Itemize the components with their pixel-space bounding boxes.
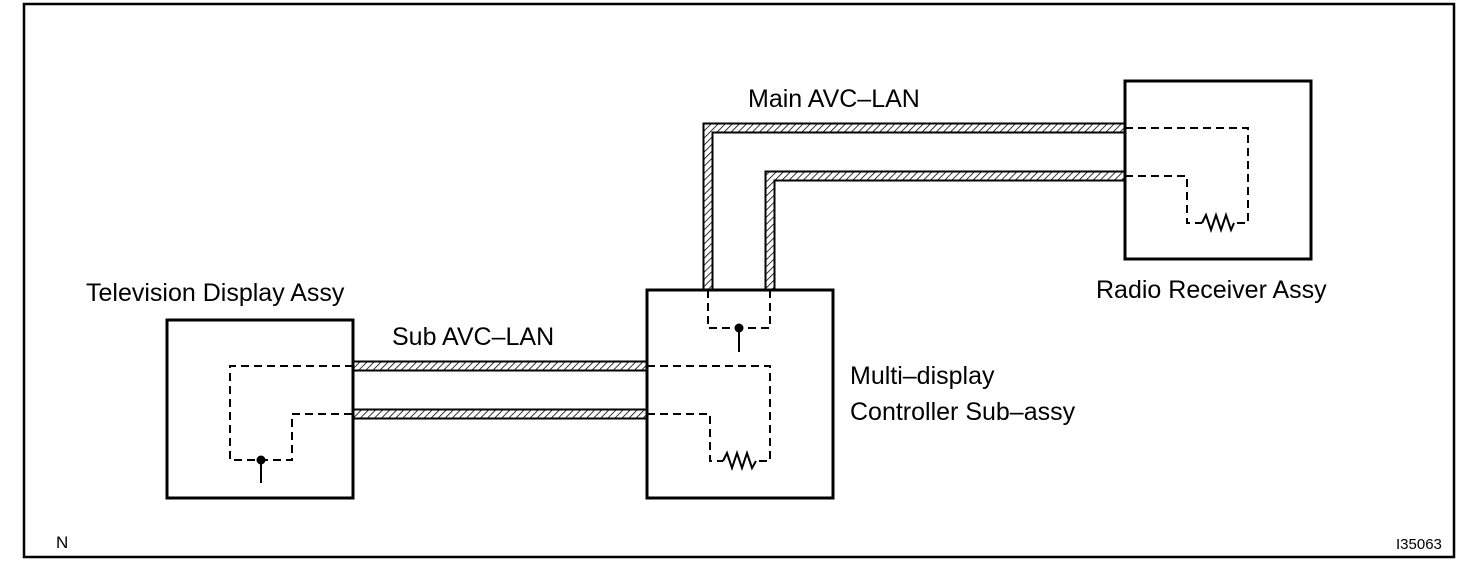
multi-display-controller-box — [645, 288, 835, 500]
figure-code-label: I35063 — [1396, 536, 1442, 553]
multi-display-label-line2: Controller Sub–assy — [850, 398, 1076, 426]
radio-receiver-box — [1123, 79, 1313, 261]
main-avc-lan-label: Main AVC–LAN — [748, 85, 920, 113]
television-display-box — [165, 318, 355, 500]
figure-frame — [22, 2, 1456, 559]
television-display-label: Television Display Assy — [86, 279, 345, 307]
corner-letter-label: N — [56, 533, 68, 552]
sub-avc-lan-label: Sub AVC–LAN — [392, 323, 554, 351]
multi-display-label-line1: Multi–display — [850, 362, 995, 390]
sub-avc-lan-cable — [352, 360, 647, 420]
terminator-resistor-icon — [1201, 211, 1235, 234]
terminator-resistor-icon — [722, 449, 757, 472]
radio-receiver-label: Radio Receiver Assy — [1096, 276, 1327, 304]
junction-dot-icon — [734, 323, 744, 333]
junction-dot-icon — [256, 455, 266, 465]
main-avc-lan-cable — [702, 122, 1125, 289]
